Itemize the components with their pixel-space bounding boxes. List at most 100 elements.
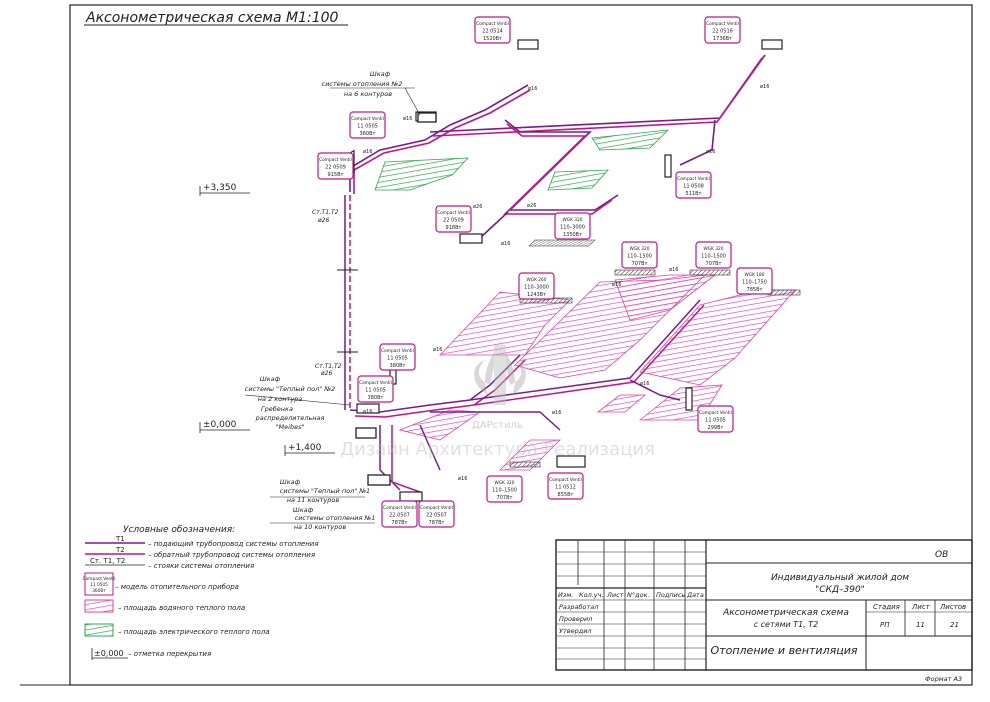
level-mark: +1,400 [288, 443, 322, 453]
svg-text:Лист: Лист [911, 603, 931, 611]
level-mark: +3,350 [203, 183, 237, 193]
svg-text:с сетями Т1, Т2: с сетями Т1, Т2 [754, 620, 819, 629]
svg-text:110–3000: 110–3000 [560, 225, 585, 231]
diameter-tag: ø16 [669, 267, 678, 273]
svg-text:787Вт: 787Вт [429, 520, 445, 526]
svg-text:Отопление и вентиляция: Отопление и вентиляция [711, 644, 858, 657]
svg-text:– стояки системы отопления: – стояки системы отопления [148, 562, 254, 570]
title-block [555, 539, 973, 671]
svg-text:380Вт: 380Вт [390, 363, 406, 369]
svg-text:WGK 320: WGK 320 [563, 217, 583, 223]
svg-text:Шкаф: Шкаф [370, 70, 391, 78]
legend-title: Условные обозначения: [123, 525, 235, 535]
svg-text:299Вт: 299Вт [708, 425, 724, 431]
svg-text:– площадь водяного теплого пол: – площадь водяного теплого пола [118, 604, 245, 612]
svg-text:системы отопления №1: системы отопления №1 [295, 514, 376, 522]
diameter-tag: ø16 [433, 347, 442, 353]
svg-text:Гребенка: Гребенка [261, 405, 293, 413]
svg-text:785Вт: 785Вт [747, 287, 763, 293]
svg-text:22 0507: 22 0507 [389, 513, 410, 519]
svg-text:1520Вт: 1520Вт [483, 36, 502, 42]
diameter-tag: ø16 [458, 476, 467, 482]
svg-text:Compact Ventil: Compact Ventil [351, 116, 384, 122]
svg-text:на 11 контуров: на 11 контуров [287, 496, 340, 504]
svg-text:WGK 320: WGK 320 [630, 246, 650, 252]
level-marks: +3,350 ±0,000 +1,400 [199, 183, 335, 456]
svg-text:Дата: Дата [686, 591, 704, 599]
svg-text:Шкаф: Шкаф [293, 506, 314, 514]
diameter-tag: ø16 [612, 282, 621, 288]
svg-text:915Вт: 915Вт [328, 172, 344, 178]
sheet-title: Аксонометрическая схема М1:100 [85, 10, 339, 26]
legend: Условные обозначения: Т1 – подающий труб… [83, 525, 319, 660]
svg-text:707Вт: 707Вт [632, 261, 648, 267]
svg-text:±0,000: ±0,000 [94, 649, 124, 658]
svg-text:Изм.: Изм. [558, 591, 573, 599]
svg-text:"СКД–390": "СКД–390" [815, 585, 865, 595]
svg-text:11 0512: 11 0512 [555, 485, 576, 491]
diameter-tag: ø16 [528, 86, 537, 92]
svg-text:N°док.: N°док. [627, 591, 650, 599]
floor-loop-strips [509, 239, 801, 468]
svg-text:– площадь электрического тепло: – площадь электрического теплого пола [118, 628, 270, 636]
title-block-text: ОВ Изм. Кол.уч. Лист N°док. Подпись Дата… [558, 550, 966, 657]
svg-text:Проверил: Проверил [559, 615, 592, 623]
svg-text:110–3000: 110–3000 [524, 285, 549, 291]
svg-text:Аксонометрическая схема: Аксонометрическая схема [722, 608, 849, 618]
riser-pipes [337, 195, 358, 410]
cabinets [355, 112, 437, 486]
svg-text:Кол.уч.: Кол.уч. [579, 591, 604, 599]
water-floor-area [439, 291, 571, 356]
svg-text:11: 11 [916, 621, 925, 629]
electric-floor-area [547, 169, 609, 191]
svg-text:на 10 контуров: на 10 контуров [294, 523, 347, 531]
diameter-tag: ø16 [552, 410, 561, 416]
svg-text:11 0505: 11 0505 [365, 388, 386, 394]
svg-text:ø26: ø26 [317, 217, 329, 224]
svg-text:Compact Ventil: Compact Ventil [476, 21, 509, 27]
svg-text:WGK 320: WGK 320 [704, 246, 724, 252]
svg-text:1243Вт: 1243Вт [527, 292, 546, 298]
diameter-tag: ø16 [760, 84, 769, 90]
svg-text:ø26: ø26 [320, 370, 332, 377]
svg-text:11 0505: 11 0505 [705, 418, 726, 424]
svg-text:1350Вт: 1350Вт [563, 232, 582, 238]
svg-text:11 0505: 11 0505 [90, 582, 108, 588]
svg-text:Compact Ventil: Compact Ventil [359, 380, 392, 386]
svg-text:на 2 контура: на 2 контура [258, 395, 302, 403]
svg-text:"Meibes": "Meibes" [276, 423, 305, 431]
svg-text:Т2: Т2 [115, 546, 125, 554]
svg-text:22 0509: 22 0509 [443, 218, 464, 224]
riser-labels: Ст.Т1,Т2 ø26 Ст.Т1,Т2 ø26 [312, 209, 342, 377]
electric-floor-area [374, 157, 469, 191]
svg-text:380Вт: 380Вт [368, 395, 384, 401]
svg-text:Ст.Т1,Т2: Ст.Т1,Т2 [315, 363, 342, 370]
svg-text:Compact Ventil: Compact Ventil [319, 157, 352, 163]
upper-floor-piping [349, 54, 766, 239]
svg-text:– модель отопительного прибора: – модель отопительного прибора [115, 583, 239, 591]
svg-text:на 6 контуров: на 6 контуров [344, 90, 392, 98]
svg-text:Индивидуальный жилой дом: Индивидуальный жилой дом [771, 573, 909, 583]
svg-text:110–1500: 110–1500 [627, 254, 652, 260]
svg-text:22 0514: 22 0514 [482, 29, 503, 35]
svg-text:22 0509: 22 0509 [325, 165, 346, 171]
svg-text:системы отопления №2: системы отопления №2 [322, 80, 403, 88]
diameter-tag: ø16 [706, 149, 715, 155]
svg-text:21: 21 [950, 621, 959, 629]
svg-text:Compact Ventil: Compact Ventil [699, 410, 732, 416]
